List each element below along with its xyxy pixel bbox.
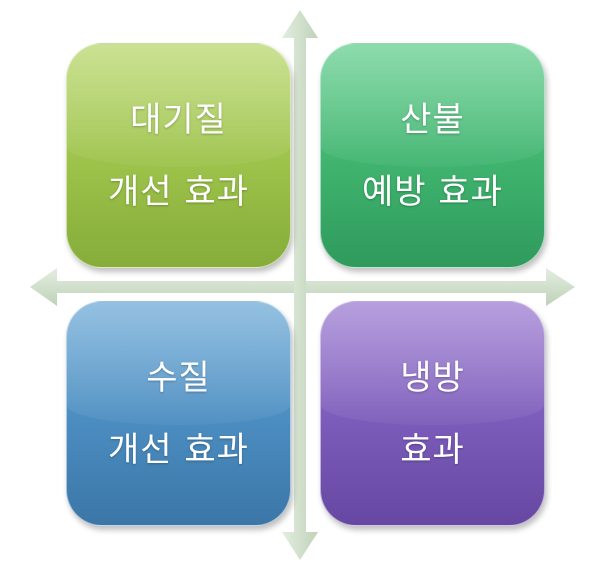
quadrant-wildfire-prevention: 산불 예방 효과 [320, 43, 545, 268]
quadrant-title: 산불 [400, 99, 465, 140]
quadrant-subtitle: 개선 효과 [108, 429, 249, 470]
quadrant-water-quality: 수질 개선 효과 [66, 301, 291, 526]
quadrant-title: 냉방 [400, 357, 465, 398]
quadrant-cooling: 냉방 효과 [320, 301, 545, 526]
quadrant-title: 수질 [146, 357, 211, 398]
quadrant-subtitle: 효과 [400, 429, 465, 470]
vertical-arrow [282, 10, 318, 560]
quadrant-title: 대기질 [130, 99, 227, 140]
quadrant-subtitle: 개선 효과 [108, 171, 249, 212]
quadrant-air-quality: 대기질 개선 효과 [66, 43, 291, 268]
quadrant-subtitle: 예방 효과 [362, 171, 503, 212]
